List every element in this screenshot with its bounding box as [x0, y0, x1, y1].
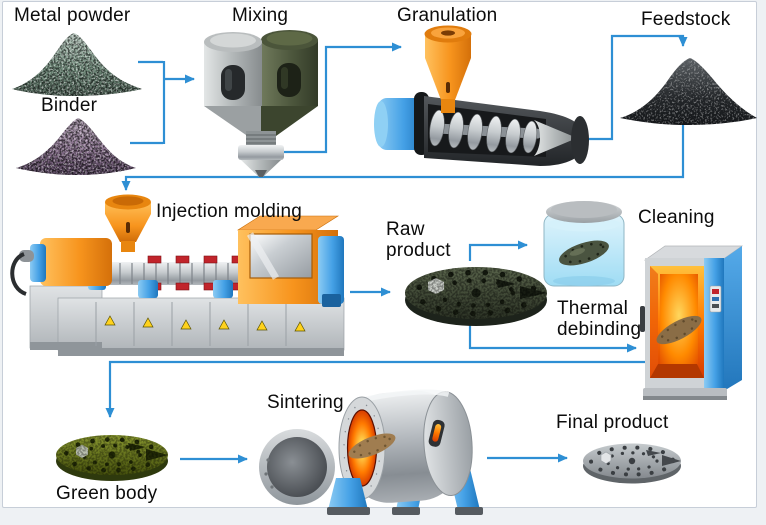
label-metal-powder: Metal powder	[14, 5, 131, 26]
label-final-product: Final product	[556, 412, 669, 433]
arrow-feedstock-to-injection	[121, 122, 685, 191]
arrow-raw-to-cleaning	[468, 240, 528, 261]
debinding-furnace	[640, 245, 744, 400]
part-in-jar	[559, 240, 609, 266]
metal-powder-pile	[12, 33, 142, 96]
arrow-raw-to-debinding	[468, 321, 637, 353]
label-feedstock: Feedstock	[641, 9, 731, 30]
furnace-door-icon	[259, 429, 335, 505]
part-in-sinter	[348, 433, 396, 459]
furnace-control-panel	[709, 285, 722, 313]
label-green-body: Green body	[56, 483, 158, 504]
arrow-mixing-to-granulation	[284, 42, 402, 154]
arrow-granulation-to-feedstock	[588, 34, 688, 141]
label-binder: Binder	[41, 95, 98, 116]
label-raw-product: Raw product	[386, 219, 451, 261]
label-mixing: Mixing	[232, 5, 289, 26]
injection-hopper-icon	[105, 194, 151, 252]
cleaning-jar	[543, 201, 625, 287]
injection-molding-machine	[10, 194, 345, 356]
sintering-furnace	[259, 389, 483, 515]
label-thermal-debinding: Thermal debinding	[557, 298, 642, 340]
label-sintering: Sintering	[267, 392, 344, 413]
part-in-debinder	[656, 315, 702, 345]
extruder-screw	[429, 109, 577, 156]
label-cleaning: Cleaning	[638, 207, 715, 228]
raw-product-part	[405, 267, 547, 326]
green-body-part	[56, 435, 168, 481]
final-product-part	[583, 443, 681, 484]
furnace-viewport-icon	[428, 419, 445, 447]
feedstock-pile	[620, 58, 757, 125]
binder-pile	[16, 118, 136, 175]
granulation-extruder	[374, 25, 589, 166]
label-injection-molding: Injection molding	[156, 201, 302, 222]
warning-triangle-icons	[104, 315, 306, 332]
flow-arrows	[105, 34, 688, 464]
label-granulation: Granulation	[397, 5, 498, 26]
mixing-device	[204, 30, 318, 177]
granulation-hopper-icon	[424, 25, 472, 113]
arrow-debinding-to-green-body	[105, 360, 645, 418]
